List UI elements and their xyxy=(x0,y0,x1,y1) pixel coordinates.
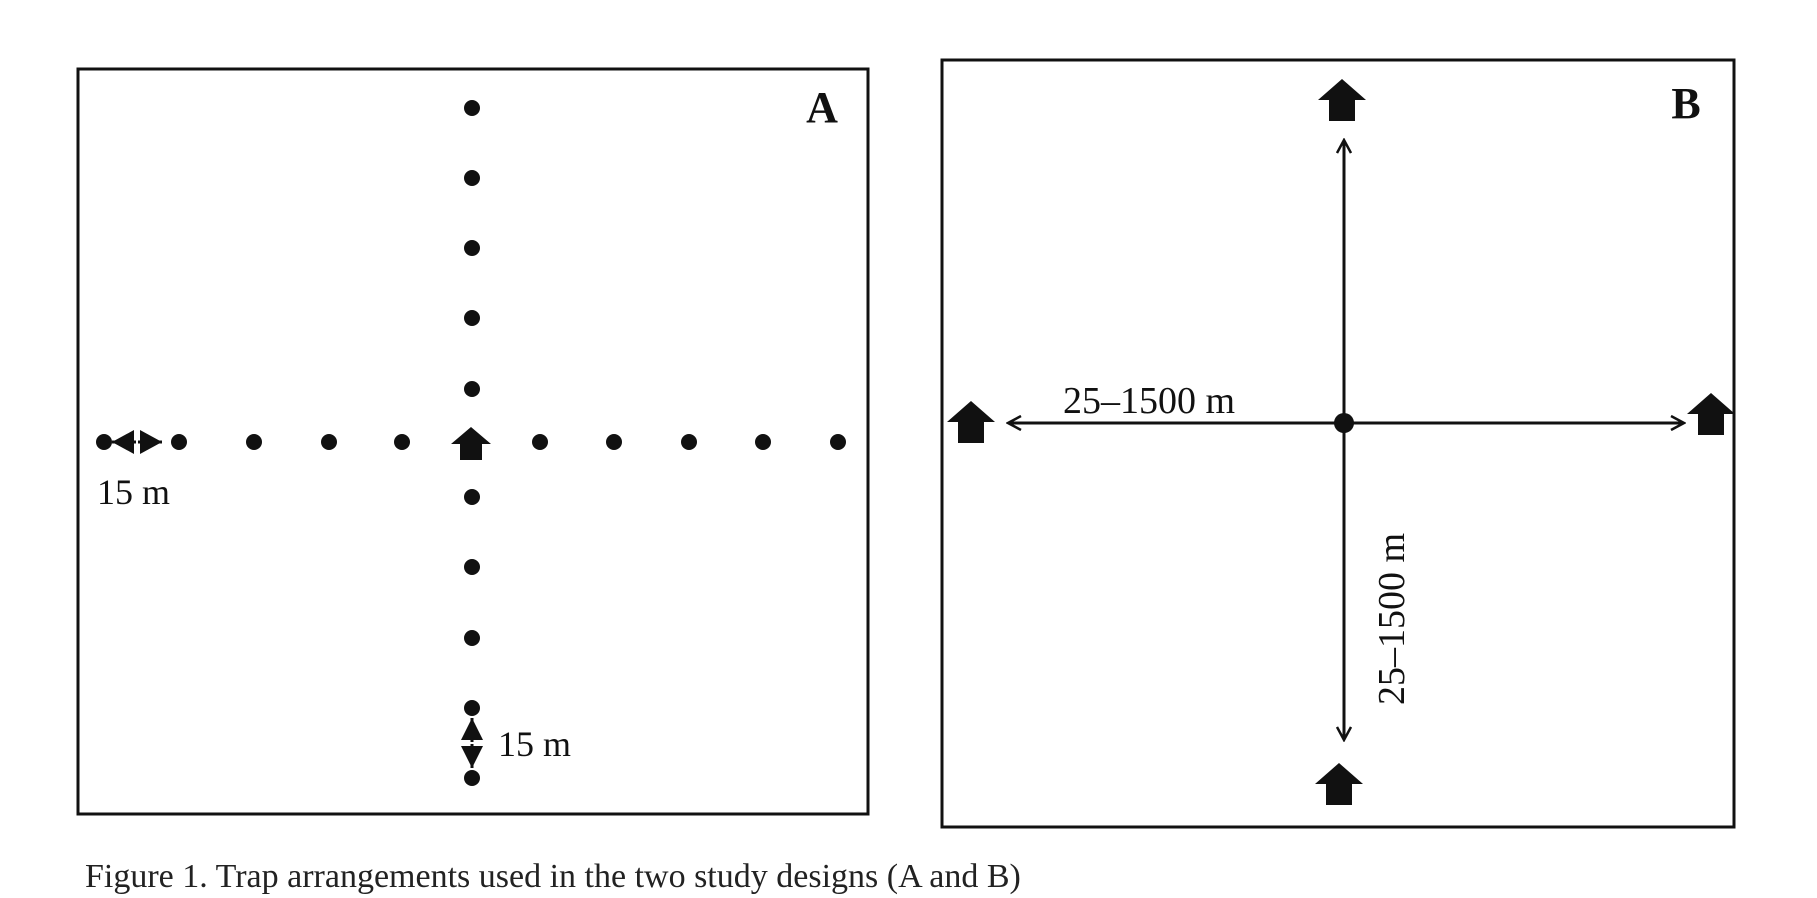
panel-b-vertical-distance-label: 25–1500 m xyxy=(1371,533,1413,705)
panel-b-horizontal-distance-label: 25–1500 m xyxy=(1063,380,1235,422)
panel-b-trap-icon-west xyxy=(947,401,995,443)
panel-a-center-trap-icon xyxy=(451,427,491,460)
panel-a: A 15 m 15 m xyxy=(76,67,870,816)
panel-a-trap-dot-north-1 xyxy=(464,100,480,116)
panel-a-trap-dot-west-1 xyxy=(394,434,410,450)
panel-a-trap-dot-east-3 xyxy=(681,434,697,450)
panel-a-trap-dot-south-3 xyxy=(464,630,480,646)
figure-caption: Figure 1. Trap arrangements used in the … xyxy=(85,858,1021,895)
panel-a-trap-dot-south-5 xyxy=(464,770,480,786)
panel-a-trap-dot-north-3 xyxy=(464,240,480,256)
panel-a-trap-dot-west-5 xyxy=(96,434,112,450)
panel-b-trap-icon-north xyxy=(1318,79,1366,121)
panel-a-trap-dot-south-4 xyxy=(464,700,480,716)
panel-a-horizontal-spacing-indicator xyxy=(112,430,162,454)
panel-a-letter: A xyxy=(806,83,838,132)
panel-a-trap-dot-north-4 xyxy=(464,310,480,326)
panel-a-trap-dot-west-2 xyxy=(321,434,337,450)
panel-a-trap-dot-west-4 xyxy=(171,434,187,450)
panel-b-letter: B xyxy=(1671,79,1700,128)
panel-a-trap-dot-east-5 xyxy=(830,434,846,450)
panel-a-trap-dot-east-2 xyxy=(606,434,622,450)
panel-a-trap-dot-south-1 xyxy=(464,489,480,505)
panel-a-trap-dot-north-5 xyxy=(464,381,480,397)
panel-a-vertical-spacing-indicator xyxy=(461,718,483,768)
panel-a-trap-dot-east-4 xyxy=(755,434,771,450)
panel-a-trap-dot-west-3 xyxy=(246,434,262,450)
panel-a-vertical-spacing-label: 15 m xyxy=(498,724,571,764)
panel-b-center-point xyxy=(1334,413,1354,433)
panel-b-trap-icon-south xyxy=(1315,763,1363,805)
panel-a-frame xyxy=(76,67,870,816)
panel-b-frame xyxy=(940,58,1736,829)
panel-a-trap-dot-north-2 xyxy=(464,170,480,186)
panel-a-trap-dot-south-2 xyxy=(464,559,480,575)
panel-a-trap-dot-east-1 xyxy=(532,434,548,450)
panel-b-trap-icon-east xyxy=(1687,393,1735,435)
panel-a-horizontal-spacing-label: 15 m xyxy=(97,472,170,512)
panel-a-trap-grid xyxy=(96,100,846,786)
panel-b: B 25–1500 m 25–1500 m xyxy=(940,58,1736,829)
